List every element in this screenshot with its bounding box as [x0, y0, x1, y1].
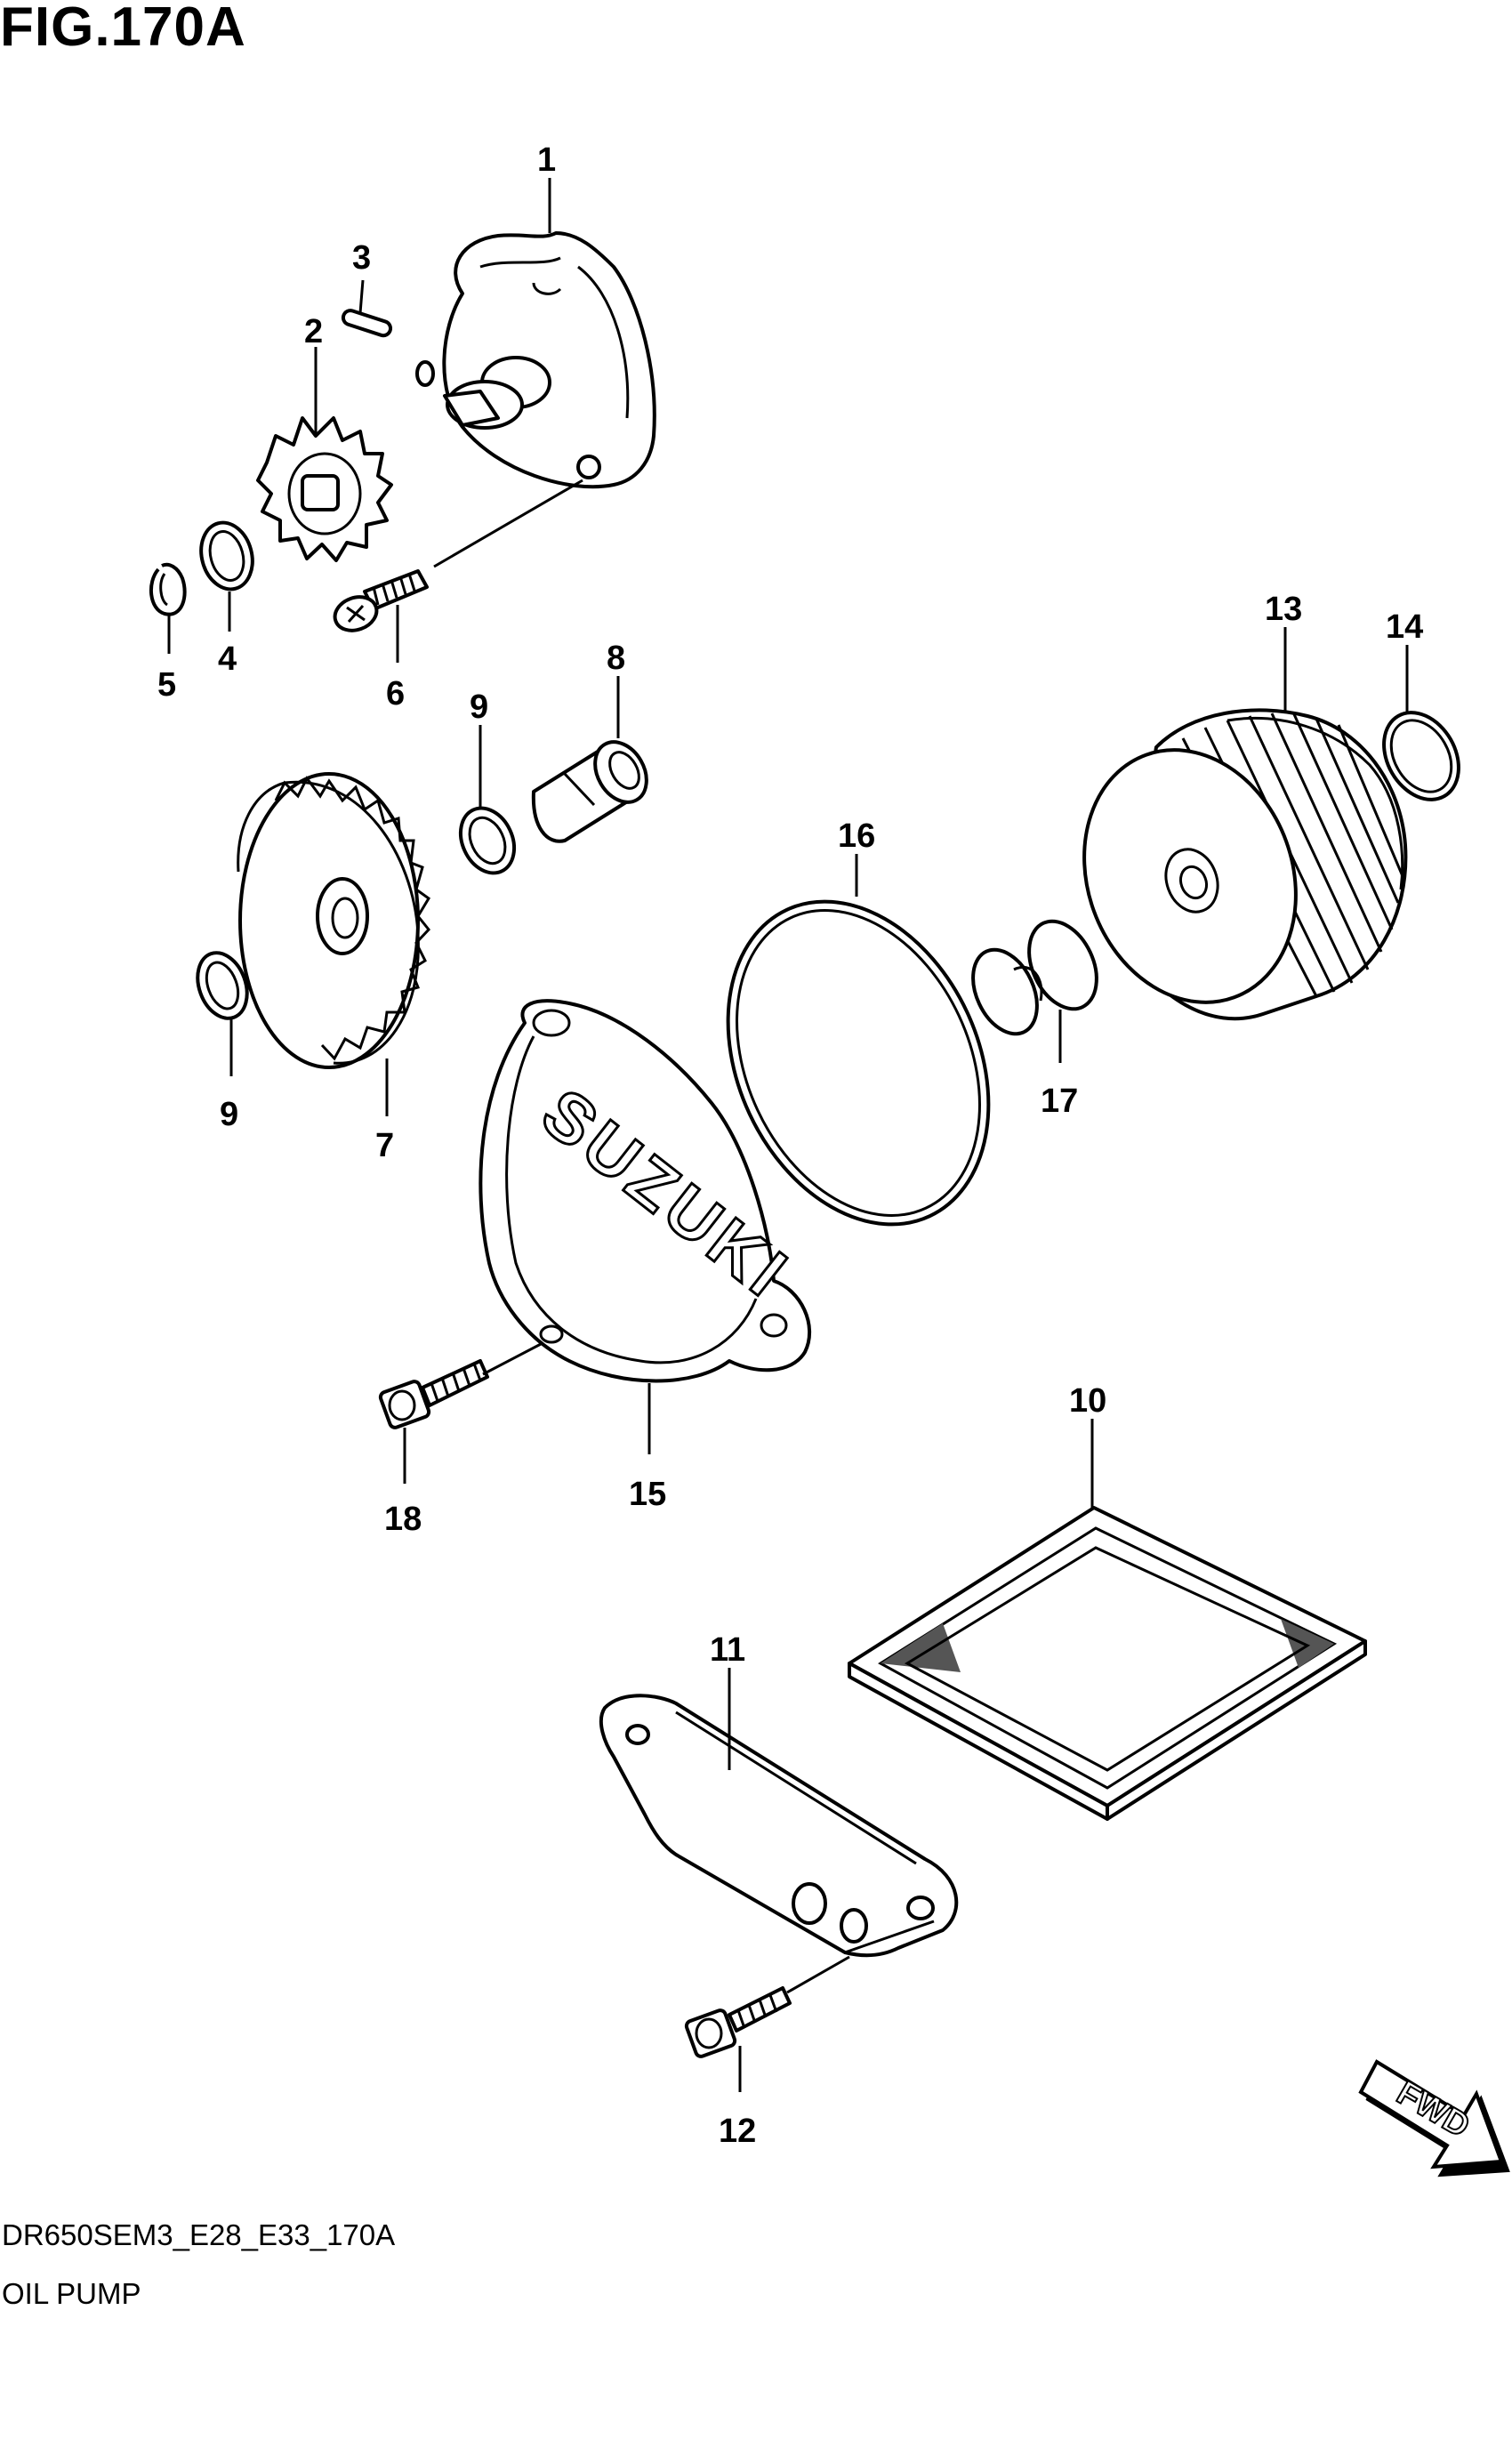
callout-15: 15 [629, 1476, 666, 1513]
pump-driven-gear [237, 772, 430, 1069]
callout-11: 11 [710, 1631, 745, 1669]
pin [341, 309, 393, 338]
cover-bolt [378, 1359, 489, 1429]
screw [333, 569, 429, 632]
callout-9-left: 9 [220, 1096, 238, 1133]
callout-7: 7 [375, 1127, 394, 1164]
oil-strainer [848, 1506, 1367, 1821]
callout-14: 14 [1386, 608, 1423, 646]
circlip-upper [458, 806, 517, 875]
circlip-left [196, 951, 249, 1020]
fwd-arrow-icon: FWD [1358, 2059, 1510, 2177]
circlip [149, 562, 187, 616]
callout-12: 12 [719, 2113, 756, 2150]
callout-labels: 1 2 3 4 5 6 7 8 9 9 10 11 12 13 14 15 16… [157, 141, 1423, 2150]
callout-18: 18 [384, 1501, 422, 1538]
callout-17: 17 [1041, 1083, 1078, 1120]
strainer-plate [599, 1694, 959, 1958]
filter-spring [971, 919, 1098, 1036]
callout-10: 10 [1069, 1382, 1106, 1420]
figure-name: OIL PUMP [2, 2277, 141, 2310]
o-ring [726, 899, 991, 1227]
callout-leaders [167, 178, 1409, 2092]
figure-code: DR650SEM3_E28_E33_170A [2, 2218, 396, 2251]
washer [199, 520, 254, 592]
pump-shaft [531, 740, 648, 843]
callout-16: 16 [838, 817, 875, 855]
callout-6: 6 [386, 675, 405, 712]
o-ring-small [1382, 711, 1460, 801]
callout-8: 8 [607, 640, 625, 677]
pump-drive-gear [256, 416, 393, 562]
plate-bolt [684, 1986, 792, 2058]
oil-pump-body [415, 231, 656, 489]
figure-title: FIG.170A [0, 0, 246, 58]
callout-1: 1 [537, 141, 556, 179]
callout-9-upper: 9 [470, 688, 488, 726]
callout-4: 4 [218, 640, 237, 678]
callout-13: 13 [1265, 591, 1302, 628]
assembly-lines [433, 479, 850, 1994]
callout-3: 3 [352, 239, 371, 277]
oil-filter [1082, 708, 1408, 1021]
callout-5: 5 [157, 666, 176, 704]
callout-2: 2 [304, 313, 323, 350]
